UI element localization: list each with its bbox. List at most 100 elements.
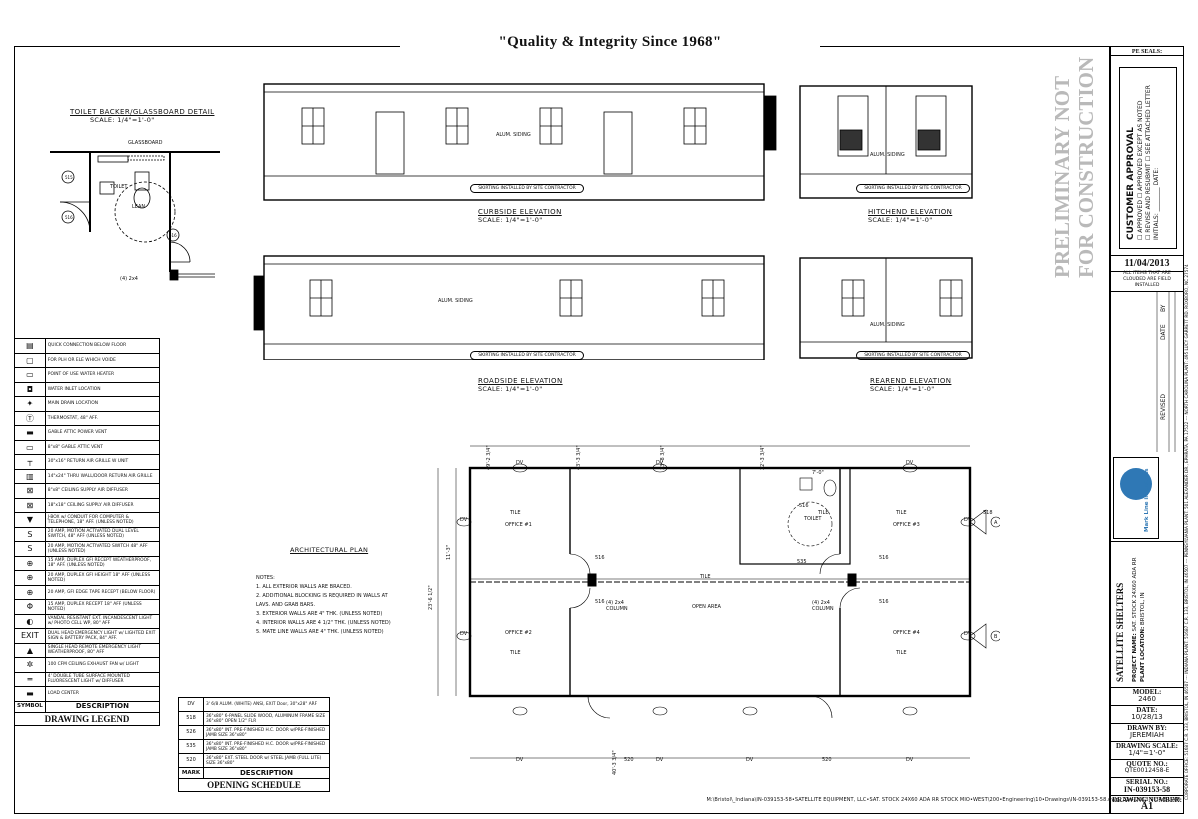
drawing-legend: ▤QUICK CONNECTION BELOW FLOOR▢FOR PLH OR… <box>14 338 161 810</box>
legend-symbol: ✦ <box>14 396 46 412</box>
svg-text:516: 516 <box>169 233 177 238</box>
svg-text:516: 516 <box>65 215 73 220</box>
legend-row: ▢FOR PLH OR ELE WHICH VOIDE <box>14 352 161 368</box>
field-install-note: ALL ITEMS THAT ARE CLOUDED ARE FIELD INS… <box>1123 271 1171 288</box>
plan-tag: 516 <box>799 503 809 509</box>
quote-label: QUOTE NO.: <box>1111 759 1183 768</box>
company-logo: Mark Line industries <box>1113 457 1159 539</box>
legend-row: ═4' DOUBLE TUBE SURFACE MOUNTED FLUORESC… <box>14 671 161 687</box>
legend-symbol: ◘ <box>14 381 46 397</box>
room-office2: OFFICE #2 <box>505 630 532 636</box>
title-block: PE SEALS: CUSTOMER APPROVAL ☐ APPROVED ☐… <box>1110 46 1184 814</box>
detail-lean-label: LEAN <box>132 204 146 210</box>
legend-symbol: ▢ <box>14 352 46 368</box>
legend-symbol: ▤ <box>14 338 46 354</box>
plan-tag: 520 <box>624 757 634 763</box>
legend-symbol: ⊕ <box>14 584 46 600</box>
legend-row: ⊕15 AMP, DUPLEX GFI RECEPT WEATHERPROOF,… <box>14 555 161 571</box>
plan-column-right: (4) 2x4 COLUMN <box>812 600 834 612</box>
legend-symbol: ▭ <box>14 439 46 455</box>
date2-label: DATE: <box>1111 705 1183 714</box>
detail-glassboard-label: GLASSBOARD <box>128 140 163 146</box>
project-name-row: PROJECT NAME: SAT. STOCK 24X60 ADA RR <box>1131 557 1139 682</box>
legend-description: 20 AMP, MOTION ACTIVATED SWITCH 48" AFF … <box>44 541 161 557</box>
revised-label: REVISED <box>1160 393 1167 420</box>
legend-description: 18"x18" CEILING SUPPLY AIR DIFFUSER <box>44 497 161 513</box>
curbside-scale: SCALE: 1/4"=1'-0" <box>478 216 543 224</box>
opening-col-desc: DESCRIPTION <box>203 767 330 779</box>
project-name-label: PROJECT NAME: <box>1132 633 1138 682</box>
plan-tag: 516 <box>595 599 605 605</box>
legend-symbol: ▲ <box>14 642 46 658</box>
plan-grid-a: A <box>994 520 998 526</box>
plan-tag: DV <box>746 757 754 763</box>
legend-symbol: ▭ <box>14 367 46 383</box>
legend-symbol: ▬ <box>14 686 46 702</box>
pe-seals-label: PE SEALS: <box>1111 49 1183 56</box>
plan-tile-label: TILE <box>818 510 829 516</box>
dim-overall-width: 23'-6 1/2" <box>428 585 434 610</box>
date2-value: 10/28/13 <box>1131 713 1163 721</box>
legend-description: 15 AMP, DUPLEX RECEPT 18" AFF (UNLESS NO… <box>44 599 161 615</box>
project-name: SAT. STOCK 24X60 ADA RR <box>1132 557 1138 632</box>
note-4: 3. EXTERIOR WALLS ARE 4" THK. (UNLESS NO… <box>256 611 383 617</box>
legend-table: ▤QUICK CONNECTION BELOW FLOOR▢FOR PLH OR… <box>14 338 161 713</box>
legend-symbol: ⊠ <box>14 483 46 499</box>
curbside-siding: ALUM. SIDING <box>496 132 531 138</box>
revision-grid <box>1156 292 1176 452</box>
legend-col-symbol: SYMBOL <box>14 700 46 713</box>
approval-option-except-label: APPROVED EXCEPT AS NOTED <box>1137 100 1144 191</box>
legend-description: 20 AMP, DUPLEX GFI HEIGHT 18" AFF (UNLES… <box>44 570 161 586</box>
plan-tag: DV <box>516 757 524 763</box>
legend-description: DUAL HEAD EMERGENCY LIGHT w/ LIGHTED EXI… <box>44 628 161 644</box>
rearend-siding: ALUM. SIDING <box>870 322 905 328</box>
legend-row: ▬LOAD CENTER <box>14 686 161 702</box>
dim-half-width: 11'-3" <box>446 544 452 560</box>
dim-bottom1: 40'-3 3/4" <box>612 750 618 775</box>
legend-symbol: ▥ <box>14 468 46 484</box>
hitchend-siding: ALUM. SIDING <box>870 152 905 158</box>
room-office4: OFFICE #4 <box>893 630 920 636</box>
drawing-number: A1 <box>1140 801 1154 812</box>
model-value: 2460 <box>1138 695 1156 703</box>
detail-drawing: 515 516 516 <box>50 151 220 281</box>
plan-tile-label: TILE <box>510 510 521 516</box>
opening-mark: 520 <box>178 753 204 768</box>
legend-row: ⊠18"x18" CEILING SUPPLY AIR DIFFUSER <box>14 497 161 513</box>
detail-toilet-label: TOILET <box>110 184 128 190</box>
note-2: 2. ADDITIONAL BLOCKING IS REQUIRED IN WA… <box>256 593 388 599</box>
legend-row: ▬GABLE ATTIC POWER VENT <box>14 425 161 441</box>
curbside-title: CURBSIDE ELEVATION <box>478 208 562 216</box>
plants-note: CORPORATE OFFICE: 51687 C.R. 133, BRISTO… <box>1184 264 1189 800</box>
legend-description: 20 AMP, GFI EDGE TAPE RECEPT (BELOW FLOO… <box>44 584 161 600</box>
legend-description: 8"x8" CEILING SUPPLY AIR DIFFUSER <box>44 483 161 499</box>
opening-mark: DV <box>178 697 204 712</box>
detail-2x4-label: (4) 2x4 <box>120 276 138 282</box>
issue-date: 11/04/2013 <box>1111 255 1183 272</box>
opening-col-mark: MARK <box>178 767 204 779</box>
plan-tag: 535 <box>797 559 807 565</box>
approval-date-label: DATE: <box>1153 167 1160 186</box>
legend-symbol: ▼ <box>14 512 46 528</box>
plan-tag: DV <box>656 757 664 763</box>
revision-table: REVISED DATE BY <box>1111 291 1183 452</box>
rearend-skirting-note: SKIRTING INSTALLED BY SITE CONTRACTOR <box>856 351 970 360</box>
approval-option-revise-label: REVISE AND RESUBMIT <box>1145 163 1152 233</box>
approval-box: CUSTOMER APPROVAL ☐ APPROVED ☐ APPROVED … <box>1119 67 1177 249</box>
roadside-skirting-note: SKIRTING INSTALLED BY SITE CONTRACTOR <box>470 351 584 360</box>
revision-date-col: DATE <box>1160 324 1167 340</box>
stamp-line-2: FOR CONSTRUCTION <box>1074 56 1098 278</box>
plan-notes: NOTES: 1. ALL EXTERIOR WALLS ARE BRACED.… <box>256 574 416 637</box>
room-office1: OFFICE #1 <box>505 522 532 528</box>
legend-symbol: S <box>14 541 46 557</box>
hitchend-skirting-note: SKIRTING INSTALLED BY SITE CONTRACTOR <box>856 184 970 193</box>
approval-option-approved-label: APPROVED <box>1137 200 1144 233</box>
approval-content: CUSTOMER APPROVAL ☐ APPROVED ☐ APPROVED … <box>1126 85 1161 240</box>
